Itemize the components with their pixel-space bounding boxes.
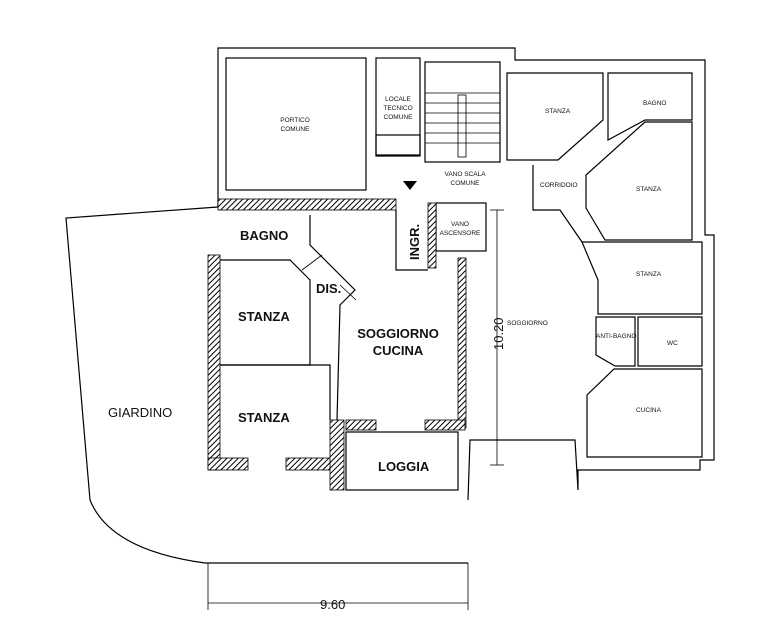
unit-walls xyxy=(207,198,467,491)
label-portico: PORTICO xyxy=(280,117,310,124)
portico-area xyxy=(225,57,367,191)
label-giardino: GIARDINO xyxy=(108,405,172,420)
label-ingresso: INGR. xyxy=(407,224,422,260)
label-neighbor-soggiorno: SOGGIORNO xyxy=(507,320,548,327)
label-loggia: LOGGIA xyxy=(378,459,430,474)
label-neighbor-stanza-c: STANZA xyxy=(636,271,662,278)
unit-inner-walls xyxy=(220,210,459,491)
label-neighbor-anti-bagno: ANTI-BAGNO xyxy=(596,333,636,340)
dimension-lines xyxy=(207,209,504,610)
label-locale-tecnico-3: COMUNE xyxy=(384,114,414,121)
label-stanza-1: STANZA xyxy=(238,309,290,324)
label-soggiorno: SOGGIORNO xyxy=(357,326,439,341)
building-outline xyxy=(217,47,715,501)
label-cucina: CUCINA xyxy=(373,343,424,358)
label-neighbor-stanza-b: STANZA xyxy=(636,186,662,193)
label-locale-tecnico: LOCALE xyxy=(385,96,411,103)
garden-outline xyxy=(65,206,468,564)
label-neighbor-corridoio: CORRIDOIO xyxy=(540,182,578,189)
label-portico-2: COMUNE xyxy=(281,126,311,133)
door-mark xyxy=(301,254,323,271)
label-neighbor-wc: WC xyxy=(667,340,678,347)
label-bagno: BAGNO xyxy=(240,228,288,243)
label-vano-scala: VANO SCALA xyxy=(444,171,486,178)
label-neighbor-bagno: BAGNO xyxy=(643,100,666,107)
label-neighbor-stanza-a: STANZA xyxy=(545,108,571,115)
stair-block xyxy=(424,61,501,163)
dimension-depth: 10.20 xyxy=(491,317,506,350)
dimension-width: 9.60 xyxy=(320,597,345,612)
stair-steps xyxy=(425,92,500,158)
locale-tecnico xyxy=(375,57,421,157)
entrance-arrow-icon xyxy=(403,181,417,190)
label-neighbor-cucina: CUCINA xyxy=(636,407,662,414)
label-vano-ascensore: VANO xyxy=(451,221,469,228)
neighbor-unit-walls xyxy=(506,72,703,458)
label-vano-ascensore-2: ASCENSORE xyxy=(440,230,481,237)
label-stanza-2: STANZA xyxy=(238,410,290,425)
label-vano-scala-2: COMUNE xyxy=(451,180,481,187)
label-locale-tecnico-2: TECNICO xyxy=(383,105,412,112)
label-dis: DIS. xyxy=(316,281,341,296)
